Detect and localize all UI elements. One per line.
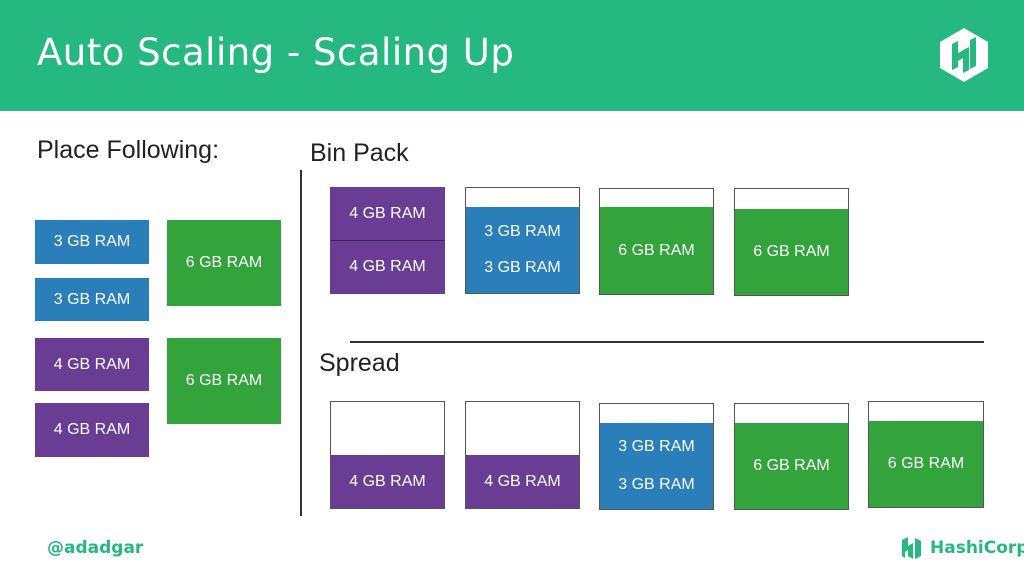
block-label: 4 GB RAM [53, 421, 131, 438]
ram-block-4gb: 4 GB RAM [35, 338, 149, 391]
slot-6gb: 6 GB RAM [600, 207, 713, 294]
ram-block-6gb: 6 GB RAM [167, 220, 281, 306]
slot-6gb: 6 GB RAM [735, 423, 848, 509]
bin-pack-node-1: 4 GB RAM 4 GB RAM [330, 187, 445, 294]
slot-label: 4 GB RAM [349, 258, 426, 275]
spread-node-5: 6 GB RAM [868, 401, 984, 508]
ram-block-6gb: 6 GB RAM [167, 338, 281, 424]
ram-block-3gb: 3 GB RAM [35, 220, 149, 264]
bin-pack-node-4: 6 GB RAM [734, 188, 849, 296]
place-following-heading: Place Following: [37, 136, 220, 164]
block-label: 6 GB RAM [185, 254, 263, 271]
section-divider-horizontal [350, 341, 984, 343]
block-label: 3 GB RAM [53, 233, 131, 250]
block-label: 3 GB RAM [53, 290, 131, 308]
spread-heading: Spread [319, 349, 400, 377]
ram-block-4gb: 4 GB RAM [35, 403, 149, 457]
slot-3gb-pair: 3 GB RAM 3 GB RAM [466, 207, 579, 293]
slot-4gb: 4 GB RAM [331, 241, 444, 293]
slot-label: 4 GB RAM [484, 472, 561, 490]
slot-4gb: 4 GB RAM [331, 455, 444, 508]
slot-label: 4 GB RAM [349, 205, 426, 222]
bin-pack-node-3: 6 GB RAM [599, 188, 714, 295]
spread-node-4: 6 GB RAM [734, 403, 849, 510]
slot-label: 3 GB RAM [618, 438, 695, 455]
author-handle: @adadgar [47, 538, 144, 558]
slot-4gb: 4 GB RAM [466, 455, 579, 508]
hashicorp-footer-logo: HashiCorp [900, 535, 1024, 561]
spread-node-3: 3 GB RAM 3 GB RAM [599, 403, 714, 510]
slot-3gb-pair: 3 GB RAM 3 GB RAM [600, 423, 713, 509]
hashicorp-small-logo-icon [902, 537, 921, 559]
slot-6gb: 6 GB RAM [735, 209, 848, 295]
slot-label: 6 GB RAM [753, 243, 830, 260]
slide-header: Auto Scaling - Scaling Up [0, 0, 1024, 111]
slot-label: 4 GB RAM [349, 472, 426, 490]
slot-label: 3 GB RAM [484, 223, 561, 240]
hashicorp-logo-icon [940, 28, 988, 82]
spread-node-2: 4 GB RAM [465, 401, 580, 509]
bin-pack-heading: Bin Pack [310, 139, 409, 167]
slot-label: 6 GB RAM [618, 241, 695, 259]
brand-name: HashiCorp [930, 538, 1024, 558]
block-label: 6 GB RAM [185, 372, 263, 389]
block-label: 4 GB RAM [53, 355, 131, 373]
slot-6gb: 6 GB RAM [869, 421, 983, 507]
slot-label: 6 GB RAM [887, 455, 965, 472]
slot-4gb: 4 GB RAM [331, 188, 444, 241]
section-divider-vertical [300, 170, 302, 516]
slot-label: 6 GB RAM [753, 457, 830, 474]
slot-label: 3 GB RAM [484, 259, 561, 276]
ram-block-3gb: 3 GB RAM [35, 278, 149, 321]
slot-label: 3 GB RAM [618, 476, 695, 493]
spread-node-1: 4 GB RAM [330, 401, 445, 509]
bin-pack-node-2: 3 GB RAM 3 GB RAM [465, 187, 580, 294]
slide-title: Auto Scaling - Scaling Up [37, 31, 515, 74]
